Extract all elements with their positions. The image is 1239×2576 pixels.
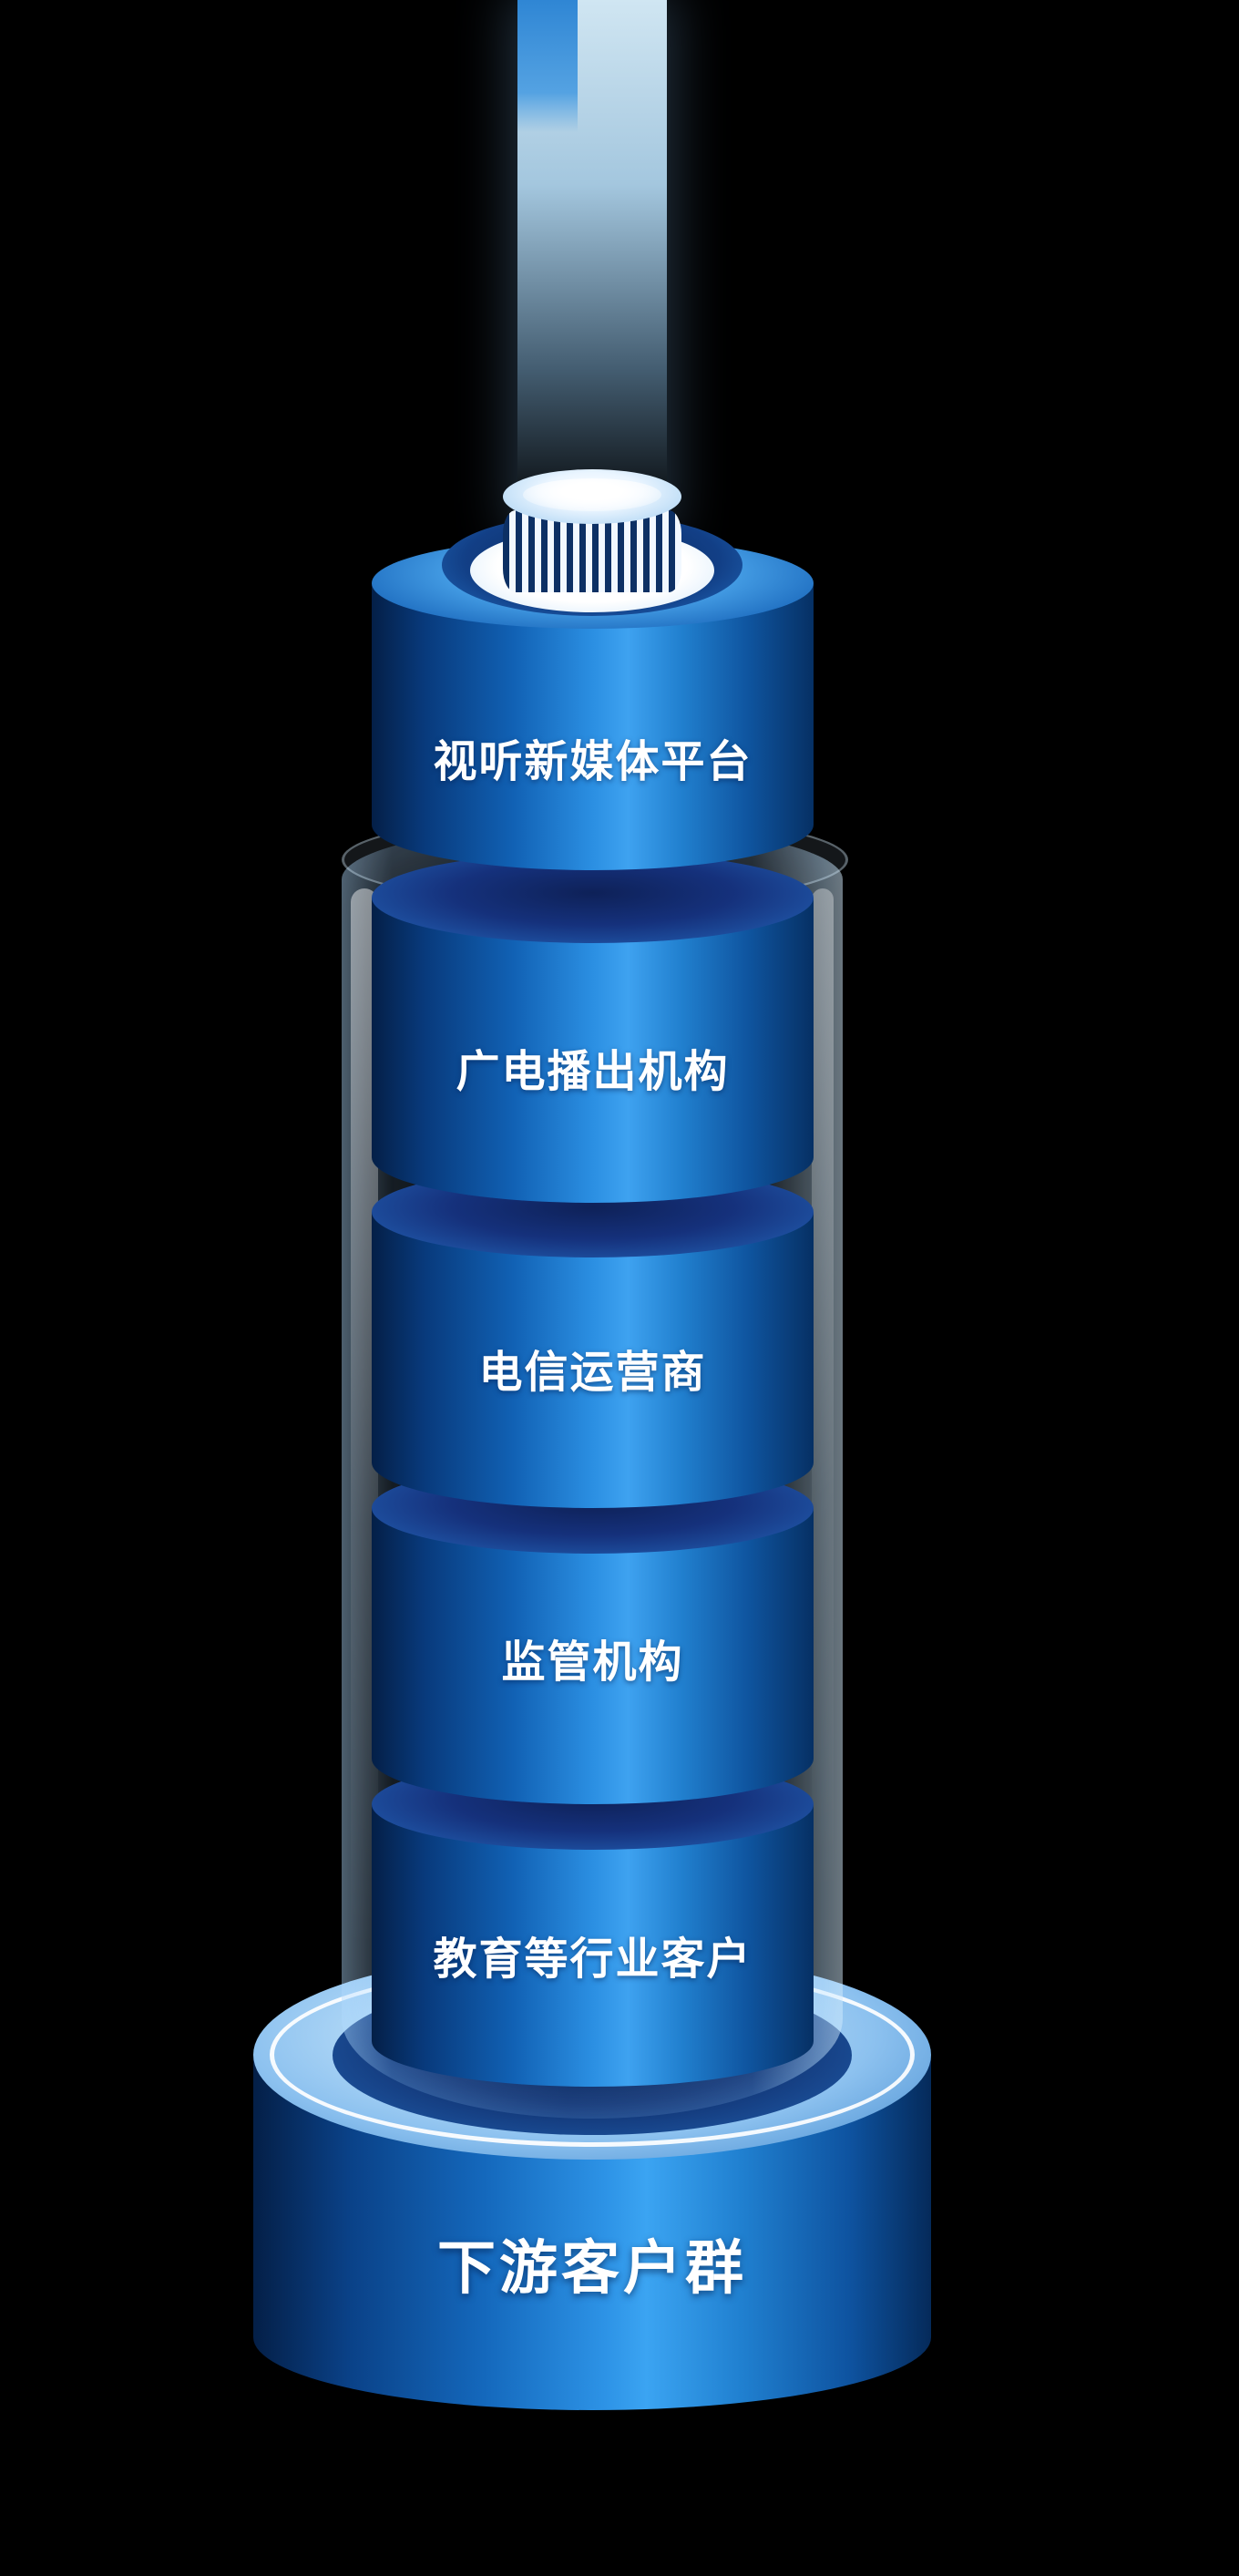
layer-label: 广电播出机构: [456, 1048, 730, 1096]
layer-label: 视听新媒体平台: [433, 738, 753, 786]
light-beam: [517, 0, 667, 529]
layer-cylinder-regulators: 监管机构: [372, 1462, 814, 1804]
cap-top-ellipse: [503, 469, 681, 524]
layer-cylinder-media-platform: 视听新媒体平台: [372, 538, 814, 870]
glass-glare-right: [812, 888, 834, 1898]
layer-label: 电信运营商: [478, 1349, 707, 1397]
beam-ribbon-fold: [517, 0, 578, 132]
ribbed-cap-icon: [503, 510, 681, 592]
base-label: 下游客户群: [437, 2235, 747, 2301]
layer-label: 监管机构: [501, 1638, 684, 1687]
layer-label: 教育等行业客户: [433, 1935, 753, 1984]
layer-cylinder-education-industry: 教育等行业客户: [372, 1759, 814, 2087]
layer-cylinder-telecom-operators: 电信运营商: [372, 1166, 814, 1508]
layer-cylinder-broadcasters: 广电播出机构: [372, 852, 814, 1203]
